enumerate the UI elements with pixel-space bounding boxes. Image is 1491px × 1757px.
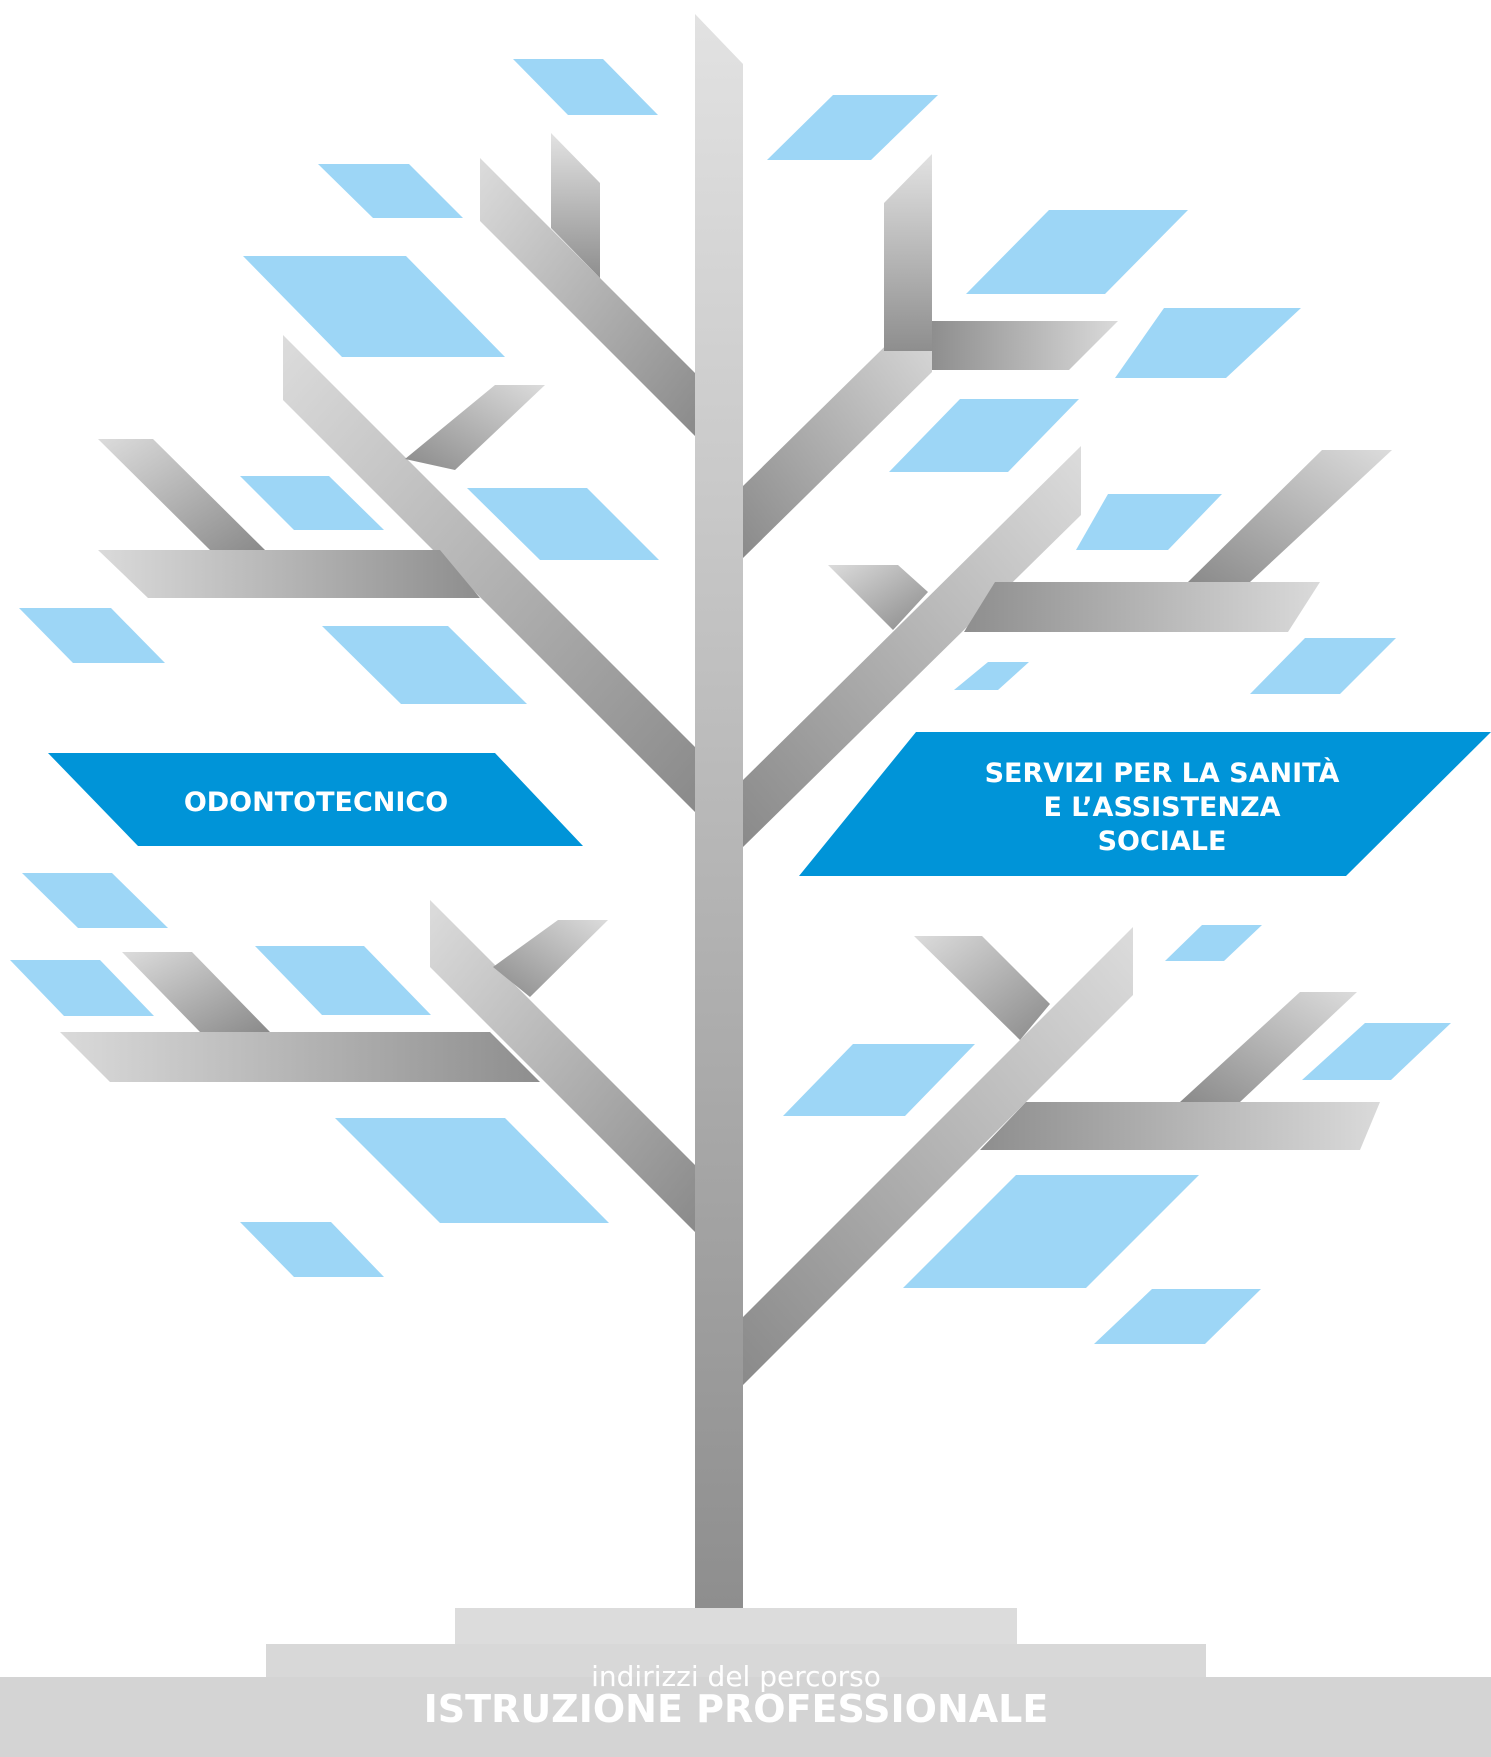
twig-mid-left-horizontal: [98, 550, 480, 598]
twig-upper-right-horizontal: [932, 321, 1118, 370]
twig-mid-right-horizontal: [964, 582, 1320, 632]
twig-lower-right-horizontal: [980, 1102, 1380, 1150]
leaf: [243, 256, 505, 357]
twig-lower-left-diagonal: [122, 952, 270, 1032]
leaf: [903, 1175, 1199, 1288]
leaf: [240, 1222, 384, 1277]
branch-mid-right: [743, 446, 1081, 847]
base-step-top: [455, 1608, 1017, 1646]
banner-shape: [48, 753, 583, 846]
banner-servizi[interactable]: SERVIZI PER LA SANITÀ E L’ASSISTENZA SOC…: [799, 732, 1491, 876]
branch-mid-left: [283, 335, 695, 812]
leaf: [1302, 1023, 1451, 1080]
base-step-bottom: [0, 1677, 1491, 1757]
leaf: [318, 164, 463, 218]
leaf: [783, 1044, 975, 1116]
banner-odontotecnico-label: ODONTOTECNICO: [184, 787, 448, 818]
leaf: [10, 960, 154, 1016]
branch-upper-right: [743, 300, 932, 558]
branch-lower-right: [743, 927, 1133, 1385]
branches: [60, 14, 1392, 1610]
leaf: [322, 626, 527, 704]
leaf: [954, 662, 1029, 690]
leaf: [966, 210, 1188, 294]
tree-base: indirizzi del percorso ISTRUZIONE PROFES…: [0, 1608, 1491, 1757]
twig-lower-left-horizontal: [60, 1032, 540, 1082]
banner-shape: [799, 732, 1491, 876]
twig-lower-left-short: [493, 920, 608, 997]
twig-lower-right-short: [914, 936, 1050, 1040]
twig-lower-right-diagonal: [1180, 992, 1357, 1102]
base-step-middle: [266, 1644, 1206, 1680]
trunk: [695, 14, 743, 1610]
branch-upper-left: [480, 158, 695, 436]
leaf: [1165, 925, 1262, 961]
twig-upper-right-vertical: [884, 154, 932, 351]
twig-mid-right-diagonal: [1188, 450, 1392, 582]
twig-mid-left-diagonal: [98, 439, 265, 550]
leaf: [767, 95, 938, 160]
twig-mid-right-short: [828, 565, 928, 630]
twig-mid-left-short: [405, 385, 545, 470]
leaf: [22, 873, 168, 928]
leaf: [467, 488, 659, 560]
banner-servizi-line1: SERVIZI PER LA SANITÀ: [985, 757, 1340, 789]
branch-lower-left: [430, 900, 695, 1232]
leaf: [335, 1118, 609, 1223]
leaf: [1076, 494, 1222, 550]
base-subtitle: indirizzi del percorso: [591, 1660, 881, 1693]
base-title: ISTRUZIONE PROFESSIONALE: [424, 1687, 1049, 1731]
twig-upper-left: [551, 133, 600, 278]
banner-servizi-line2: E L’ASSISTENZA: [1043, 792, 1280, 823]
leaf: [255, 946, 431, 1015]
leaves: [10, 59, 1451, 1344]
leaf: [513, 59, 658, 115]
leaf: [1094, 1289, 1261, 1344]
leaf: [19, 608, 165, 663]
leaf: [889, 399, 1079, 472]
banner-odontotecnico[interactable]: ODONTOTECNICO: [48, 753, 583, 846]
leaf: [1115, 308, 1301, 378]
leaf: [1250, 638, 1396, 694]
leaf: [240, 476, 384, 530]
banner-servizi-line3: SOCIALE: [1098, 826, 1227, 857]
